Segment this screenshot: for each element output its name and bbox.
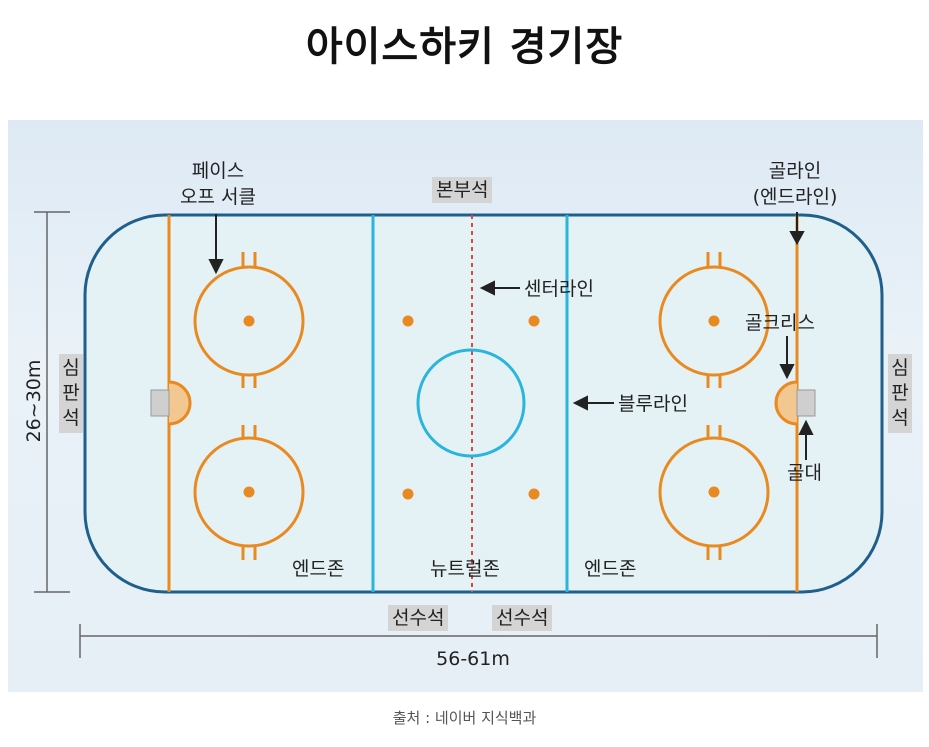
- faceoff-label-line2: 오프 서클: [180, 186, 256, 208]
- arrow-goal-line: [789, 212, 805, 246]
- faceoff-circle-left-top: [193, 252, 305, 388]
- arrow-goal-crease: [779, 336, 795, 380]
- center-line-label: 센터라인: [524, 278, 594, 300]
- goal-crease-right: [774, 380, 798, 426]
- neutral-dot: [528, 315, 540, 327]
- bench-left-tag: 선수석: [388, 605, 449, 631]
- width-dimension-label: 26~30m: [23, 359, 45, 443]
- end-zone-right-label: 엔드존: [584, 558, 637, 580]
- goal-label: 골대: [787, 462, 822, 484]
- neutral-dot: [402, 488, 414, 500]
- length-dimension-line: [79, 624, 878, 658]
- faceoff-circle-left-bottom: [193, 425, 305, 560]
- press-box-tag: 본부석: [432, 177, 493, 203]
- length-dimension-label: 56-61m: [436, 648, 510, 670]
- width-dimension-line: [34, 211, 70, 593]
- bench-right-tag: 선수석: [492, 605, 553, 631]
- neutral-dot: [402, 315, 414, 327]
- faceoff-circle-right-bottom: [658, 425, 770, 560]
- end-zone-left-label: 엔드존: [292, 558, 345, 580]
- goal-crease-left: [168, 380, 192, 426]
- arrow-center-line: [479, 280, 520, 296]
- faceoff-dot: [243, 315, 255, 327]
- goal-right: [796, 389, 816, 417]
- arrow-blue-line: [572, 395, 614, 411]
- goal-crease-label: 골크리스: [745, 312, 815, 334]
- faceoff-dot: [708, 315, 720, 327]
- faceoff-dot: [243, 486, 255, 498]
- goal-left: [150, 389, 170, 417]
- center-circle: [416, 348, 526, 458]
- faceoff-dot: [708, 486, 720, 498]
- arrow-goal: [798, 419, 814, 460]
- goal-line-label-line2: (엔드라인): [752, 186, 838, 208]
- neutral-dot: [528, 488, 540, 500]
- page-title: 아이스하키 경기장: [305, 24, 624, 70]
- faceoff-label-line1: 페이스: [191, 160, 245, 182]
- rink-ice: [83, 213, 884, 594]
- neutral-zone-label: 뉴트럴존: [430, 558, 500, 580]
- source-caption: 출처 : 네이버 지식백과: [392, 709, 537, 727]
- faceoff-circle-right-top: [658, 252, 770, 388]
- arrow-faceoff: [208, 214, 224, 275]
- goal-line-label-line1: 골라인: [768, 160, 822, 182]
- blue-line-label: 블루라인: [618, 393, 688, 415]
